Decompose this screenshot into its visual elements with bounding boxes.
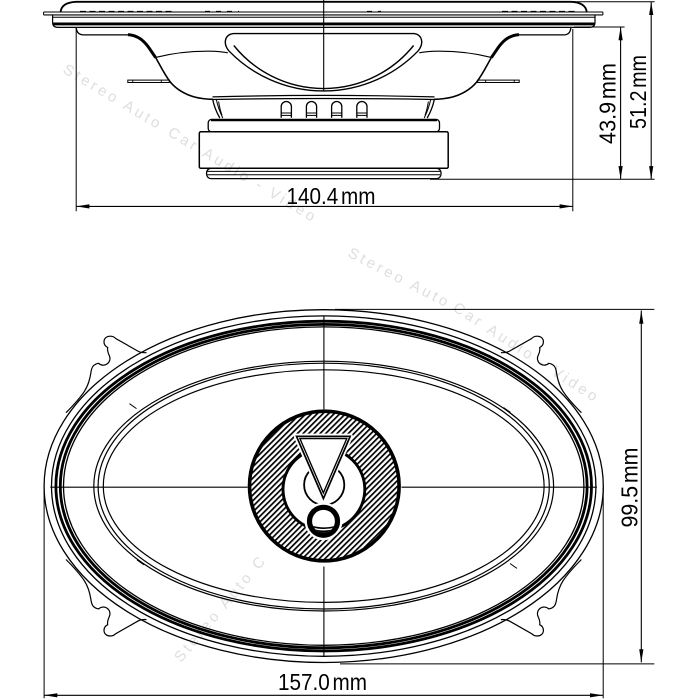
- svg-text:51.2mm: 51.2mm: [626, 55, 652, 129]
- svg-text:140.4mm: 140.4mm: [287, 183, 376, 209]
- svg-text:99.5mm: 99.5mm: [617, 448, 643, 528]
- svg-text:157.0mm: 157.0mm: [278, 669, 367, 695]
- svg-text:43.9mm: 43.9mm: [595, 63, 621, 144]
